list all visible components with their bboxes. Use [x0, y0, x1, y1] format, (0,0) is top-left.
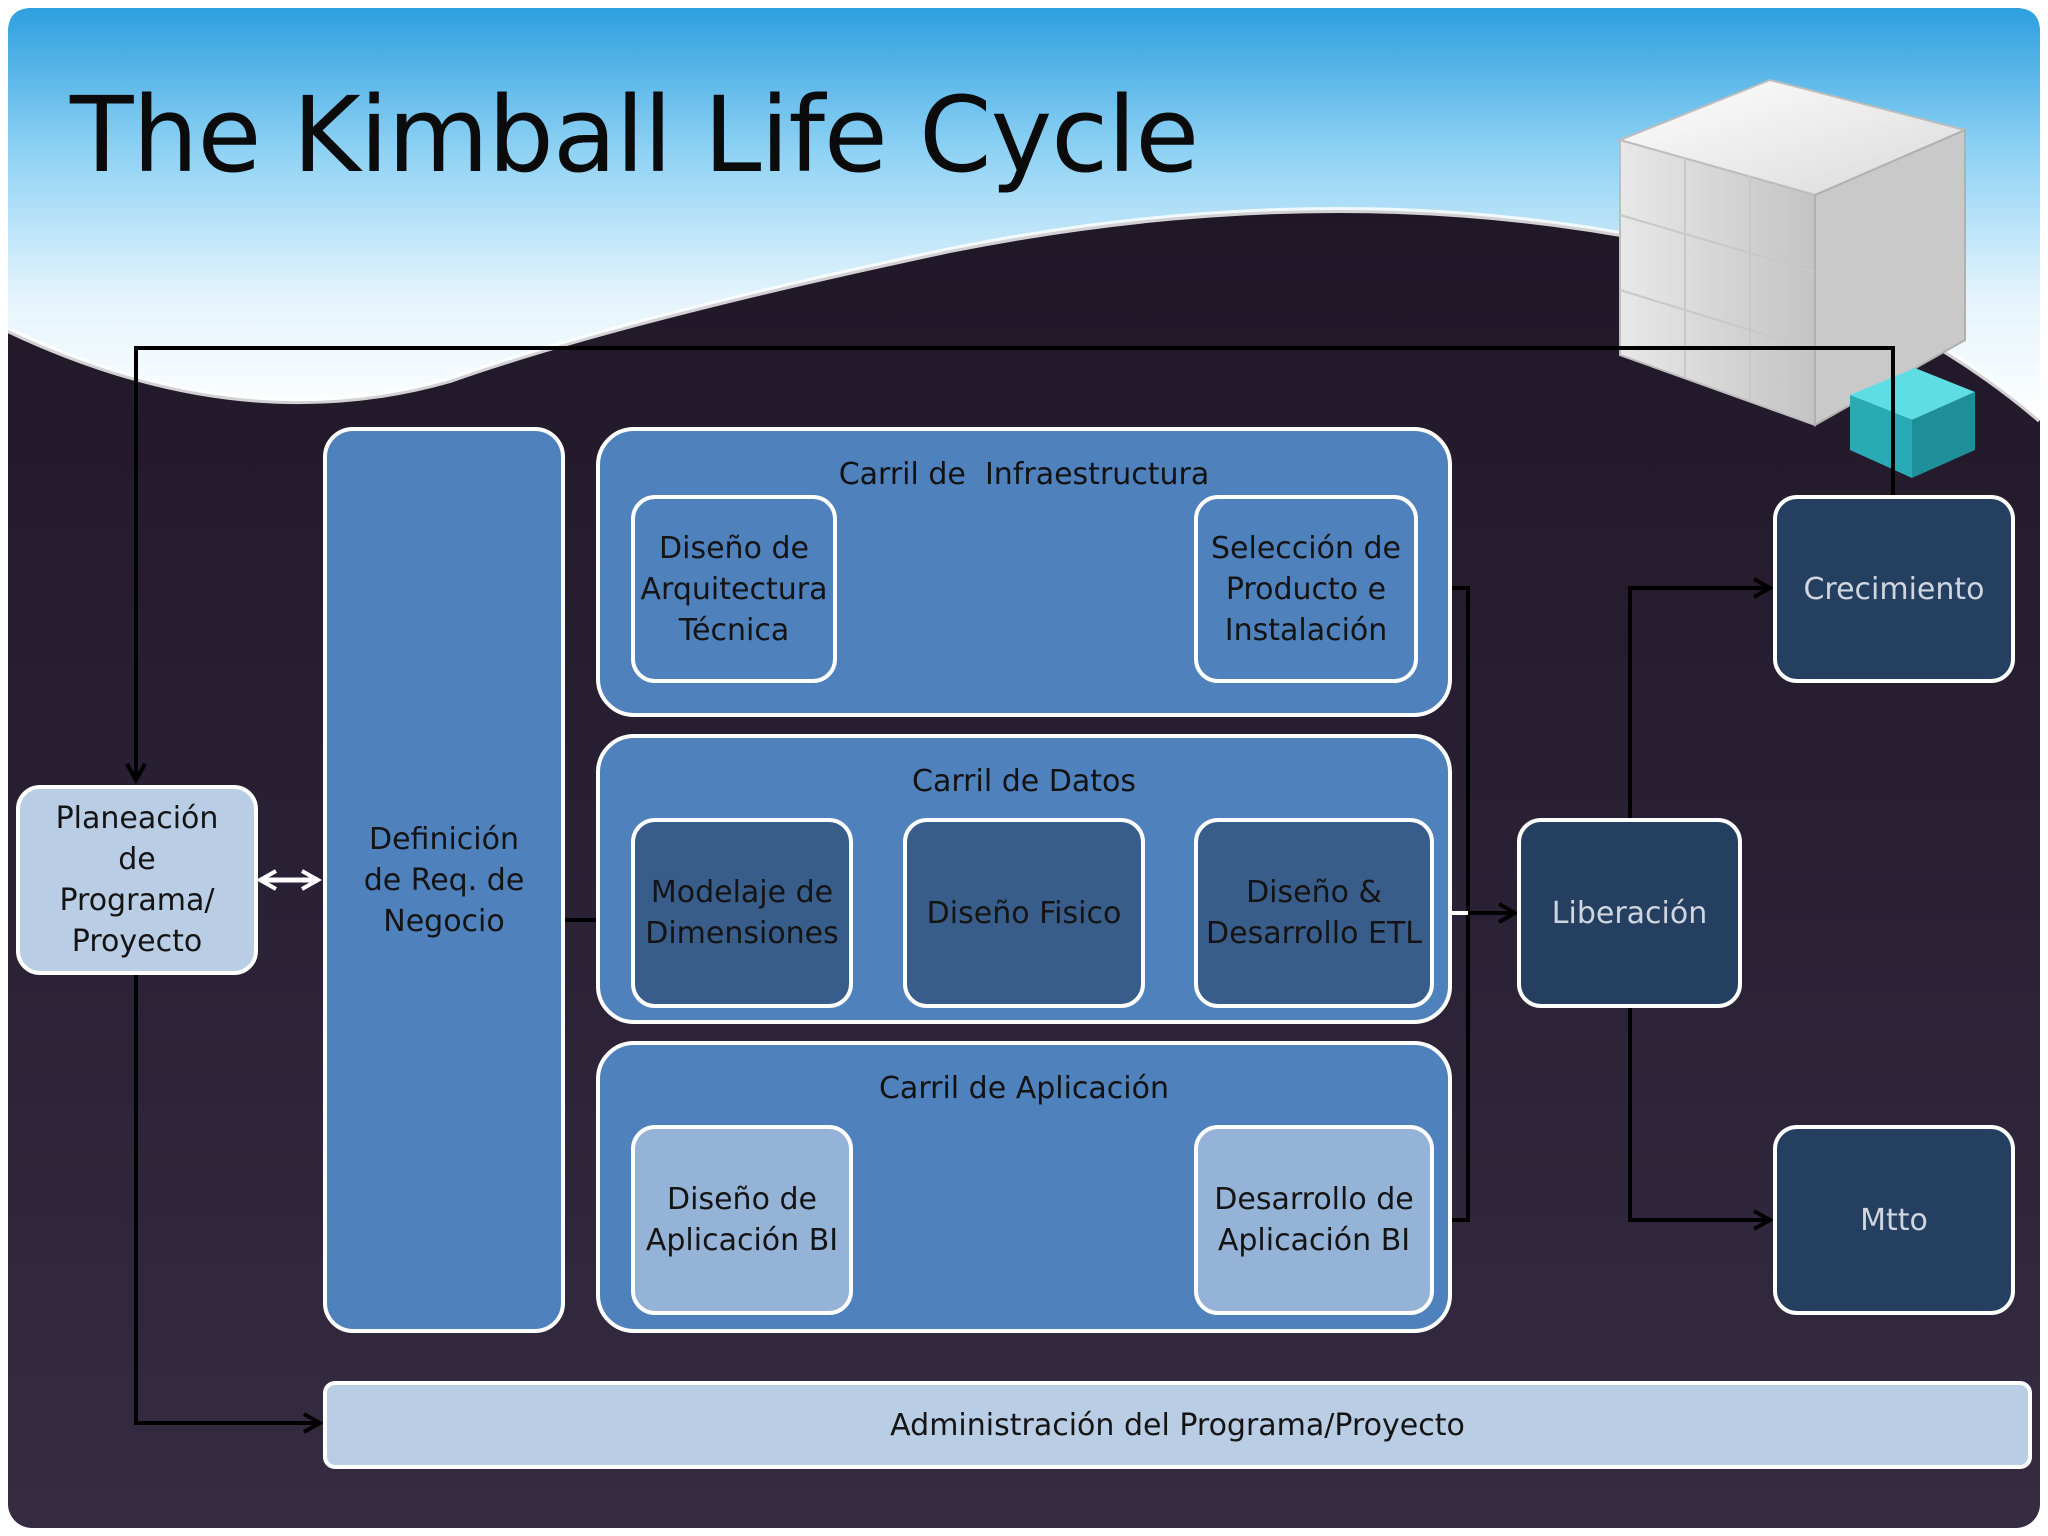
administracion-bar: Administración del Programa/Proyecto: [323, 1381, 2032, 1469]
diseno-aplicacion-box: Diseño de Aplicación BI: [631, 1125, 853, 1315]
aplicacion-lane-title: Carril de Aplicación: [878, 1071, 1170, 1106]
infraestructura-lane-title: Carril de Infraestructura: [838, 457, 1210, 492]
teal-cube-right: [1912, 392, 1975, 478]
planeacion-box: Planeación de Programa/ Proyecto: [16, 785, 258, 975]
slide-title: The Kimball Life Cycle: [70, 74, 1199, 196]
diseno-fisico-box: Diseño Fisico: [903, 818, 1145, 1008]
liberacion-box: Liberación: [1517, 818, 1742, 1008]
mtto-box: Mtto: [1773, 1125, 2015, 1315]
definicion-box: Definición de Req. de Negocio: [323, 427, 565, 1333]
sky-wave: [8, 8, 2040, 420]
arquitectura-tecnica-box: Diseño de Arquitectura Técnica: [631, 495, 837, 683]
etl-box: Diseño & Desarrollo ETL: [1194, 818, 1434, 1008]
desarrollo-aplicacion-box: Desarrollo de Aplicación BI: [1194, 1125, 1434, 1315]
datos-lane-title: Carril de Datos: [912, 764, 1136, 799]
crecimiento-box: Crecimiento: [1773, 495, 2015, 683]
seleccion-producto-box: Selección de Producto e Instalación: [1194, 495, 1418, 683]
modelaje-dimensiones-box: Modelaje de Dimensiones: [631, 818, 853, 1008]
